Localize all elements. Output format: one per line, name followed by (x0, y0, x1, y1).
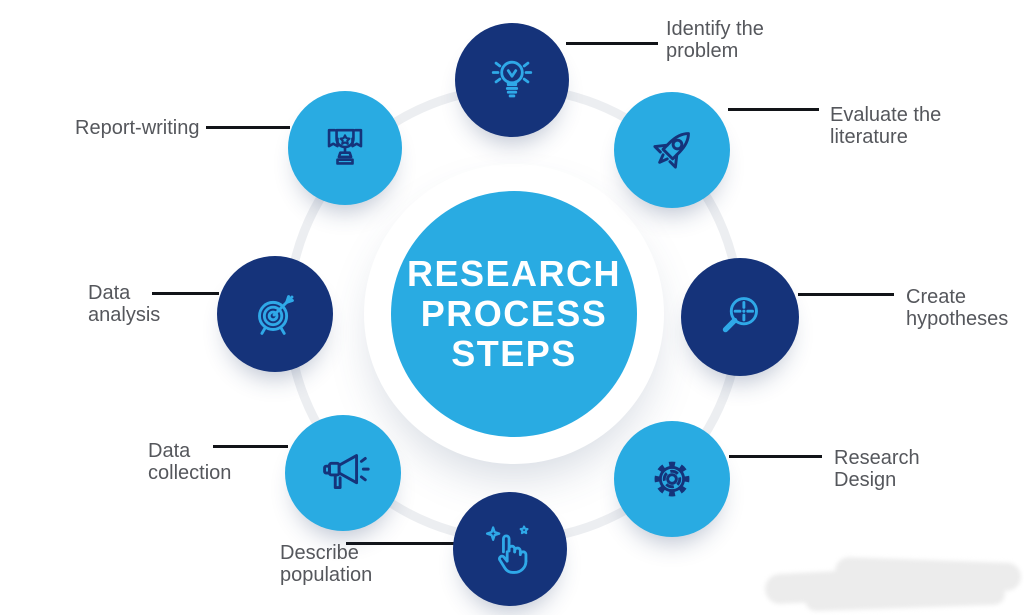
step-circle-identify-problem (455, 23, 569, 137)
label-line: Data (148, 440, 191, 462)
erased-watermark-smudge (764, 556, 1022, 612)
label-line: Research (834, 447, 920, 469)
step-circle-create-hypotheses (681, 258, 799, 376)
label-line: literature (830, 126, 908, 148)
connector-identify-problem (566, 42, 658, 45)
step-label-research-design: Research Design (834, 447, 920, 491)
title-line: RESEARCH (406, 253, 622, 294)
label-line: problem (666, 40, 739, 62)
magnifier-target-icon (722, 297, 758, 333)
label-line: Design (834, 469, 897, 491)
megaphone-icon (323, 454, 370, 489)
rocket-icon (653, 132, 690, 169)
step-circle-describe-population (453, 492, 567, 606)
connector-evaluate-literature (728, 108, 819, 111)
step-label-create-hypotheses: Create hypotheses (906, 286, 1008, 330)
connector-data-analysis (152, 292, 219, 295)
connector-research-design (729, 455, 822, 458)
step-circle-evaluate-literature (614, 92, 730, 208)
label-line: Identify the (666, 18, 764, 40)
step-circle-data-collection (285, 415, 401, 531)
label-line: hypotheses (906, 308, 1009, 330)
label-line: collection (148, 462, 232, 484)
dartboard-icon (258, 295, 294, 335)
step-label-describe-population: Describe population (280, 542, 372, 586)
lightbulb-icon (491, 60, 533, 98)
step-label-evaluate-literature: Evaluate the literature (830, 104, 941, 148)
title-line: PROCESS (420, 293, 608, 334)
center-circle: RESEARCH PROCESS STEPS (391, 191, 637, 437)
diagram-title: RESEARCH PROCESS STEPS (407, 254, 621, 374)
label-line: Data (88, 282, 131, 304)
step-circle-data-analysis (217, 256, 333, 372)
tap-hand-icon (485, 525, 529, 574)
label-line: Evaluate the (830, 104, 942, 126)
step-circle-research-design (614, 421, 730, 537)
step-label-data-analysis: Data analysis (88, 282, 160, 326)
connector-report-writing (206, 126, 290, 129)
label-line: Describe (280, 542, 359, 564)
step-label-identify-problem: Identify the problem (666, 18, 764, 62)
label-line: Report-writing (75, 117, 200, 139)
label-line: population (280, 564, 373, 586)
connector-create-hypotheses (798, 293, 894, 296)
gear-icon (654, 461, 690, 497)
step-circle-report-writing (288, 91, 402, 205)
step-label-report-writing: Report-writing (75, 117, 199, 139)
label-line: Create (906, 286, 967, 308)
connector-describe-population (346, 542, 457, 545)
step-label-data-collection: Data collection (148, 440, 231, 484)
title-line: STEPS (451, 333, 577, 374)
connector-data-collection (213, 445, 288, 448)
trophy-icon (327, 128, 363, 165)
label-line: analysis (88, 304, 161, 326)
